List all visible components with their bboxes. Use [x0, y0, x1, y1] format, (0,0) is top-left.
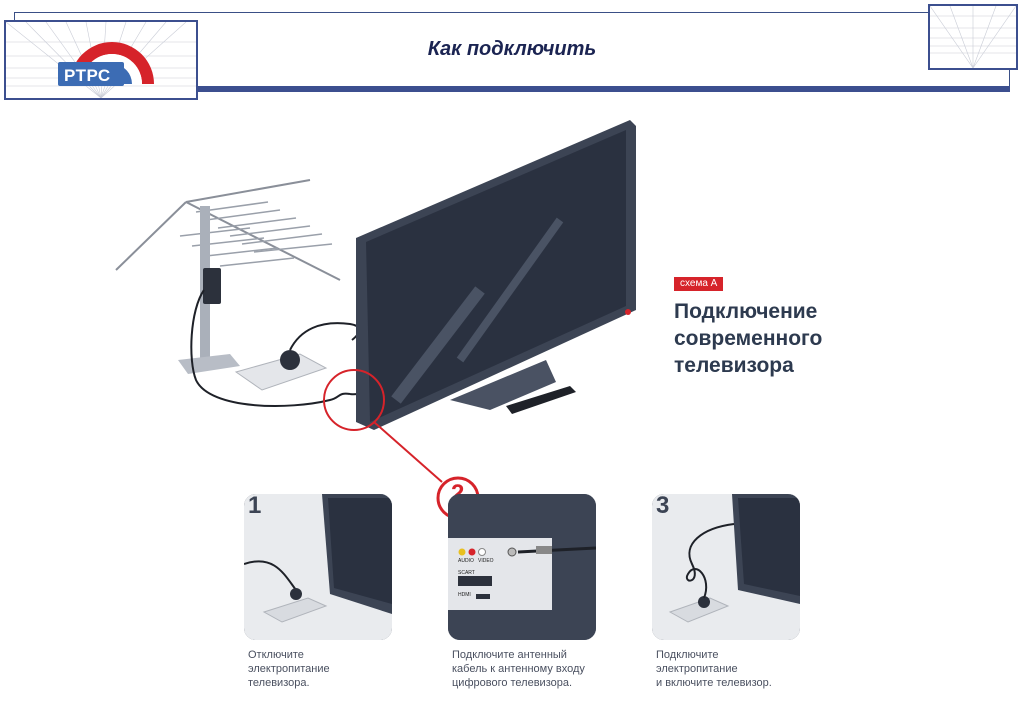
- corner-lines: [930, 6, 1016, 68]
- caption-line: Подключите: [656, 649, 719, 661]
- scheme-title-line: современного: [674, 327, 823, 350]
- jack-label: AUDIO: [458, 558, 474, 564]
- scheme-title: Подключение современного телевизора: [674, 298, 904, 379]
- step-1-panel: 1: [244, 494, 392, 640]
- page-title: Как подключить: [427, 38, 597, 60]
- step-2-caption: Подключите антенный кабель к антенному в…: [452, 648, 612, 690]
- jack-label: VIDEO: [478, 558, 494, 564]
- caption-line: и включите телевизор.: [656, 677, 772, 689]
- corner-decoration: [928, 4, 1018, 70]
- power-on-illustration: [652, 494, 800, 640]
- scheme-title-line: Подключение: [674, 300, 818, 323]
- tv-connection-illustration: [115, 120, 636, 520]
- step-number-3: 3: [656, 494, 670, 519]
- step-number-1: 1: [248, 494, 262, 519]
- logo-emblem: [58, 42, 154, 86]
- caption-line: электропитание: [248, 663, 330, 675]
- scheme-tag: схема А: [674, 277, 724, 291]
- logo-text: РТРС: [64, 66, 111, 85]
- header-underline: [14, 86, 1010, 92]
- caption-line: цифрового телевизора.: [452, 677, 573, 689]
- caption-line: телевизора.: [248, 677, 310, 689]
- caption-line: кабель к антенному входу: [452, 663, 585, 675]
- step-3-panel: 3: [652, 494, 800, 640]
- tv-icon: [356, 120, 636, 430]
- caption-line: Подключите антенный: [452, 649, 567, 661]
- antenna-icon: [115, 179, 341, 374]
- antenna-input-illustration: [448, 494, 596, 640]
- jack-label: HDMI: [458, 592, 471, 598]
- step-3-caption: Подключите электропитание и включите тел…: [656, 648, 816, 690]
- step-1-caption: Отключите электропитание телевизора.: [248, 648, 408, 690]
- caption-line: электропитание: [656, 663, 738, 675]
- step-2-panel: AUDIO VIDEO SCART HDMI: [448, 494, 596, 640]
- unplug-tv-illustration: [244, 494, 392, 640]
- jack-label: SCART: [458, 570, 475, 576]
- caption-line: Отключите: [248, 649, 304, 661]
- scheme-title-line: телевизора: [674, 354, 794, 377]
